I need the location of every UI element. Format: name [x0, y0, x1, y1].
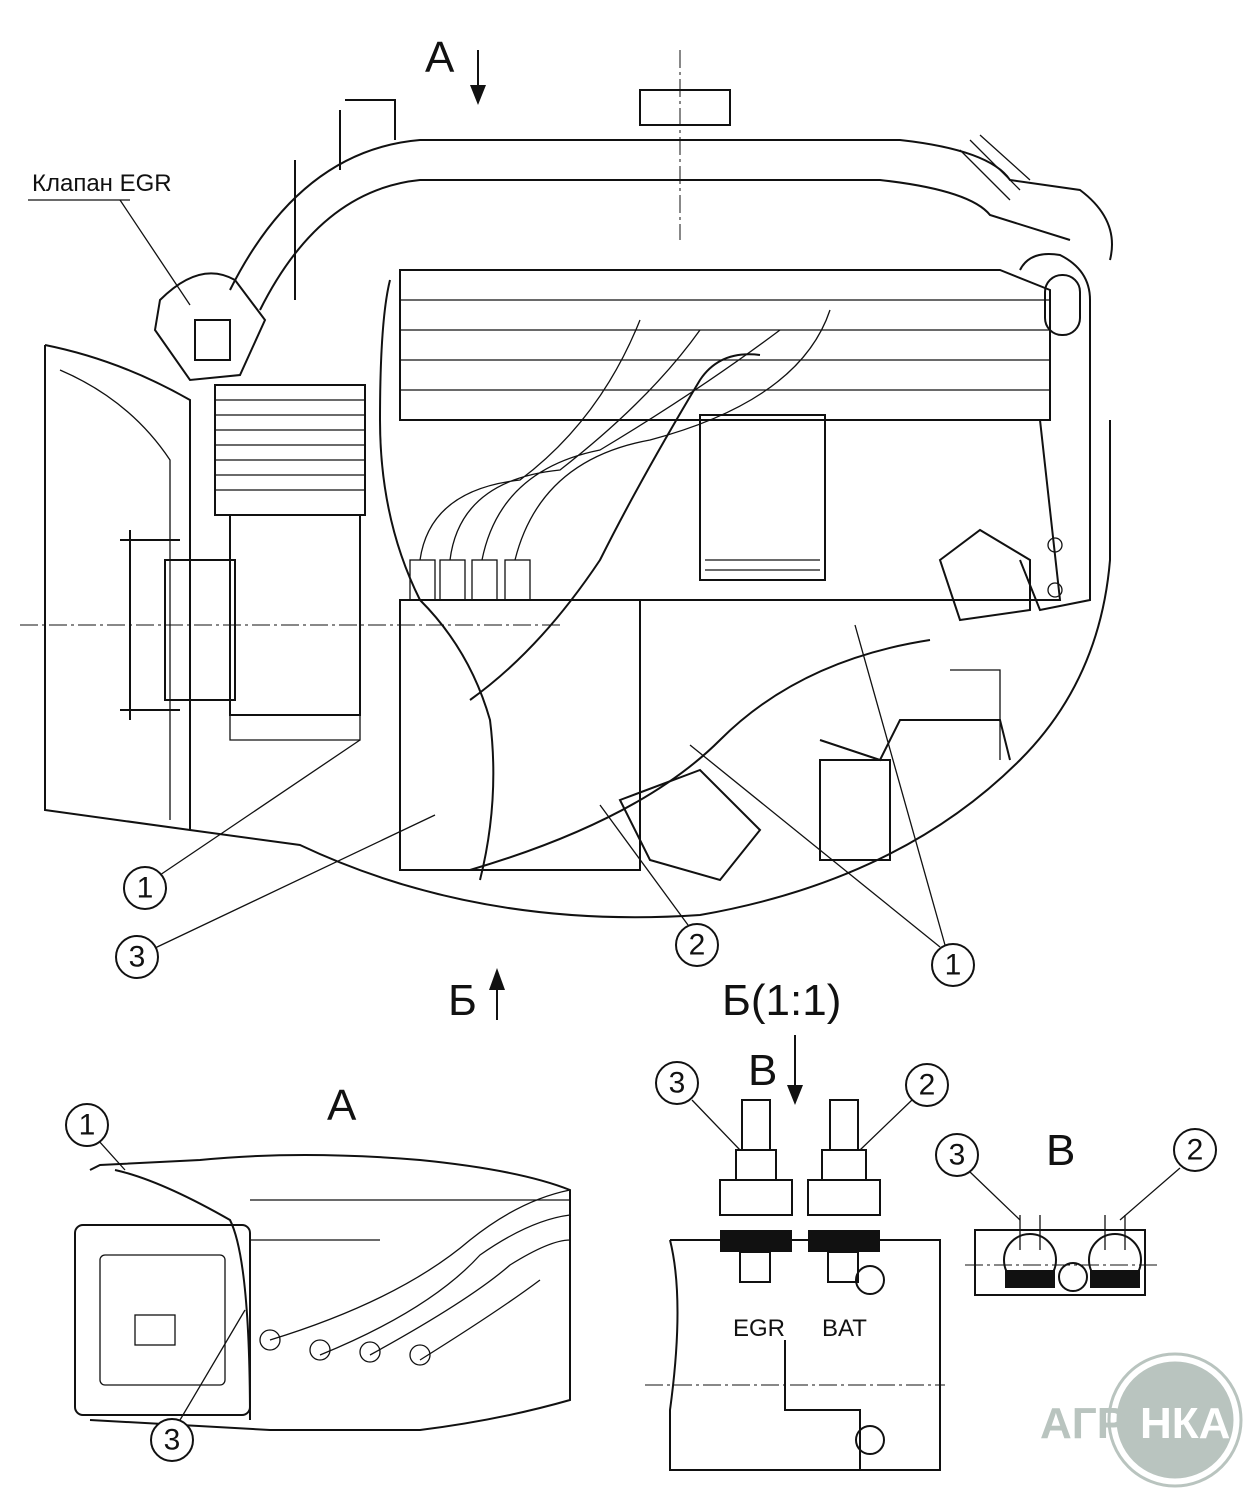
callout-number: 1	[79, 1109, 96, 1142]
view-a-arrow-label: А	[425, 33, 455, 82]
view-a-drawing	[74, 1154, 571, 1431]
callout-3-detail-b: 3	[655, 1061, 699, 1105]
terminal-bat-label: BAT	[822, 1315, 867, 1342]
callout-3-view-v: 3	[935, 1133, 979, 1177]
callout-number: 3	[129, 941, 146, 974]
view-v-arrow-label: В	[748, 1046, 777, 1095]
callout-number: 2	[689, 929, 706, 962]
callout-number: 3	[949, 1139, 966, 1172]
view-a-title: А	[327, 1081, 357, 1130]
view-v-title: В	[1046, 1126, 1075, 1175]
callout-1-view-a: 1	[65, 1103, 109, 1147]
egr-valve-label: Клапан EGR	[32, 170, 172, 197]
agronka-logo: АГРО НКА	[1040, 1352, 1243, 1488]
callout-2-main: 2	[675, 923, 719, 967]
callout-2-detail-b: 2	[905, 1063, 949, 1107]
view-b-arrow-label: Б	[448, 976, 477, 1025]
engine-main-view	[20, 50, 1113, 919]
terminal-egr-label: EGR	[733, 1315, 785, 1342]
callout-3-main: 3	[115, 935, 159, 979]
callout-3-view-a: 3	[150, 1418, 194, 1462]
callout-2-view-v: 2	[1173, 1128, 1217, 1172]
callout-number: 1	[945, 949, 962, 982]
leader-lines	[28, 199, 1181, 1421]
logo-text-right: НКА	[1140, 1399, 1230, 1448]
callout-number: 2	[1187, 1134, 1204, 1167]
detail-b-drawing: EGR BAT	[645, 1099, 945, 1471]
logo-text-left: АГРО	[1040, 1399, 1160, 1448]
callout-1-main-right: 1	[931, 943, 975, 987]
callout-number: 3	[164, 1424, 181, 1457]
callout-number: 3	[669, 1067, 686, 1100]
callout-number: 1	[137, 872, 154, 905]
callout-1-main-left: 1	[123, 866, 167, 910]
callout-number: 2	[919, 1069, 936, 1102]
view-v-drawing	[965, 1215, 1160, 1296]
view-arrows	[470, 50, 803, 1105]
detail-b-title: Б(1:1)	[722, 976, 841, 1025]
